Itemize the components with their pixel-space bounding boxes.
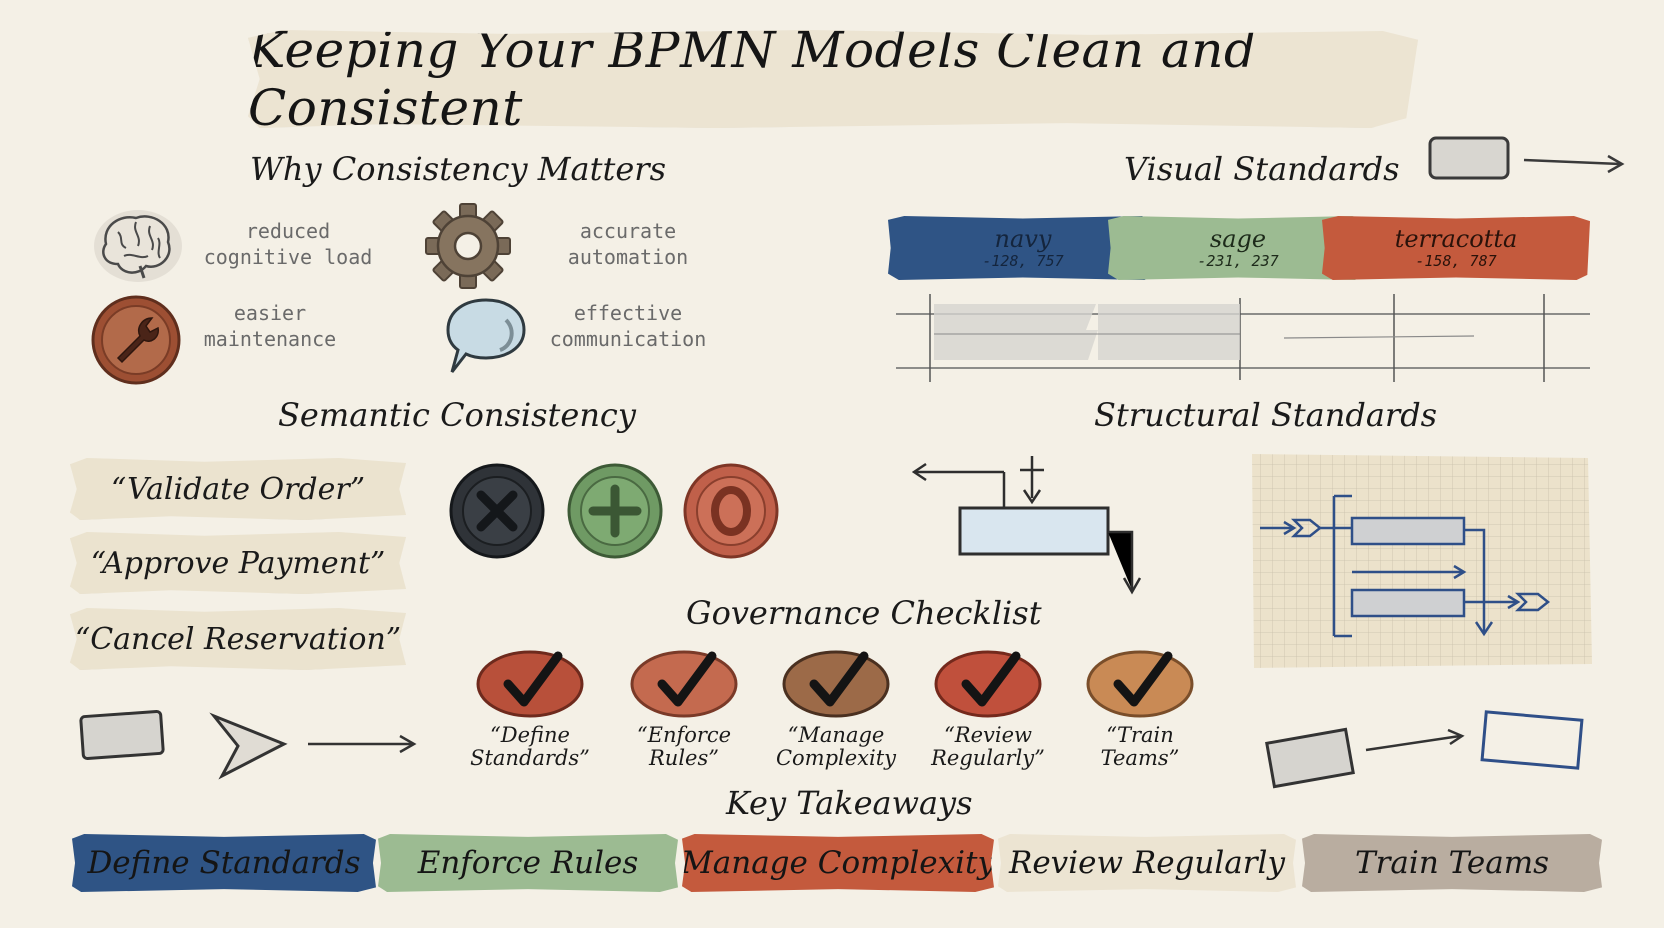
checklist-label-enforce-rules: “Enforce Rules” [636, 723, 732, 770]
parallel-gateway-icon [566, 462, 664, 560]
benefit-label-easier-maintenance: easier maintenance [203, 301, 337, 351]
semantic-label-approve-payment: “Approve Payment” [70, 532, 406, 594]
benefit-label-effective-communication: effective communication [549, 301, 707, 351]
takeaway-review-regularly: Review Regularly [998, 834, 1296, 892]
swatch-name: terracotta [1394, 225, 1518, 253]
takeaway-manage-complexity: Manage Complexity [682, 834, 994, 892]
checklist-label-train-teams: “Train Teams” [1100, 723, 1180, 770]
takeaway-enforce-rules: Enforce Rules [378, 834, 678, 892]
exclusive-gateway-icon [448, 462, 546, 560]
swatch-code: -158, 787 [1415, 252, 1497, 270]
takeaway-define-standards: Define Standards [72, 834, 376, 892]
key-takeaways-heading: Key Takeaways [726, 784, 973, 822]
semantic-label-cancel-reservation: “Cancel Reservation” [70, 608, 406, 670]
pool-lane-sketch [894, 292, 1594, 390]
benefit-label-reduced-cognitive-load: reduced cognitive load [203, 219, 373, 269]
task-shape-icon [1428, 134, 1628, 188]
checklist-label-review-regularly: “Review Regularly” [931, 723, 1045, 770]
brain-icon [88, 196, 184, 292]
swatch-code: -128, 757 [982, 252, 1064, 270]
swatch-name: sage [1209, 225, 1267, 253]
takeaway-train-teams: Train Teams [1302, 834, 1602, 892]
title-banner: Keeping Your BPMN Models Clean and Consi… [248, 30, 1418, 128]
visual-standards-heading: Visual Standards [1124, 150, 1400, 188]
bpmn-shapes-sketch-left [78, 704, 424, 790]
page-title: Keeping Your BPMN Models Clean and Consi… [248, 21, 1257, 137]
why-consistency-heading: Why Consistency Matters [250, 150, 666, 188]
gear-icon [420, 198, 516, 294]
checklist-checkmark-icon [932, 646, 1044, 718]
swatch-code: -231, 237 [1197, 252, 1279, 270]
structural-standards-heading: Structural Standards [1094, 396, 1438, 434]
benefit-label-accurate-automation: accurate automation [567, 219, 689, 269]
speech-bubble-icon [436, 290, 532, 386]
flow-direction-sketch [911, 452, 1152, 604]
checklist-label-define-standards: “Define Standards” [470, 723, 590, 770]
checklist-label-manage-complexity: “Manage Complexity [775, 723, 897, 770]
grid-paper-process-sketch [1248, 452, 1594, 674]
semantic-label-validate-order: “Validate Order” [70, 458, 406, 520]
checklist-checkmark-icon [628, 646, 740, 718]
inclusive-gateway-icon [682, 462, 780, 560]
swatch-terracotta: terracotta -158, 787 [1322, 216, 1590, 280]
checklist-checkmark-icon [780, 646, 892, 718]
checklist-checkmark-icon [474, 646, 586, 718]
semantic-consistency-heading: Semantic Consistency [278, 396, 636, 434]
swatch-name: navy [994, 225, 1052, 253]
governance-checklist-heading: Governance Checklist [686, 594, 1042, 632]
bpmn-shapes-sketch-right [1262, 706, 1592, 800]
checklist-checkmark-icon [1084, 646, 1196, 718]
wrench-icon [88, 292, 184, 388]
